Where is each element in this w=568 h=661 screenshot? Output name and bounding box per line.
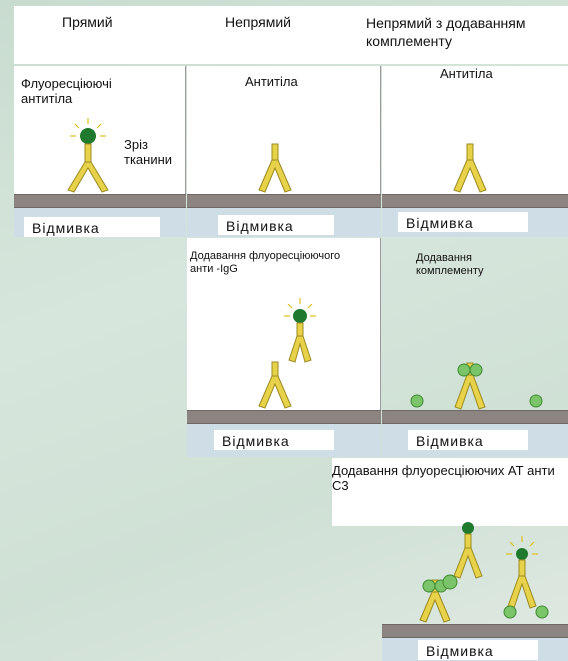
col2-antibody [255, 144, 295, 194]
col3-antibody [450, 144, 490, 194]
col3-complement-binding [405, 355, 555, 411]
col2-label: Антитіла [245, 74, 298, 89]
col3-wash-label-3: Відмивка [418, 640, 538, 660]
col3-wash-label-2: Відмивка [408, 430, 528, 450]
col2-tissue-2 [187, 410, 381, 424]
col3-fluorescent-anti-c3 [410, 522, 560, 622]
col3-step2-label: Додавання комплементу [416, 252, 526, 278]
col2-tissue-1 [187, 194, 381, 208]
header-indirect: Непрямий [225, 14, 291, 30]
header-indirect-complement: Непрямий з додаванням комплементу [366, 14, 566, 50]
col3-tissue-3 [382, 624, 568, 638]
header-direct: Прямий [62, 14, 113, 30]
col3-tissue-1 [382, 194, 568, 208]
col1-tissue [14, 194, 186, 208]
col3-label: Антитіла [440, 66, 493, 81]
col3-tissue-2 [382, 410, 568, 424]
col2-wash-label-2: Відмивка [214, 430, 334, 450]
col3-step3-label: Додавання флуоресціюючих АТ анти С3 [332, 463, 568, 493]
col3-wash-label-1: Відмивка [398, 212, 528, 232]
col2-step2-label: Додавання флуоресціюючого анти -IgG [190, 250, 355, 276]
col1-wash-label: Відмивка [24, 217, 160, 237]
col1-tissue-label: Зріз тканини [124, 137, 180, 167]
col2-wash-label-1: Відмивка [218, 215, 334, 235]
col1-label: Флуоресціюючі антитіла [21, 76, 161, 106]
col1-fluorescent-antibody [60, 122, 120, 194]
col2-secondary-antibody [255, 300, 325, 410]
